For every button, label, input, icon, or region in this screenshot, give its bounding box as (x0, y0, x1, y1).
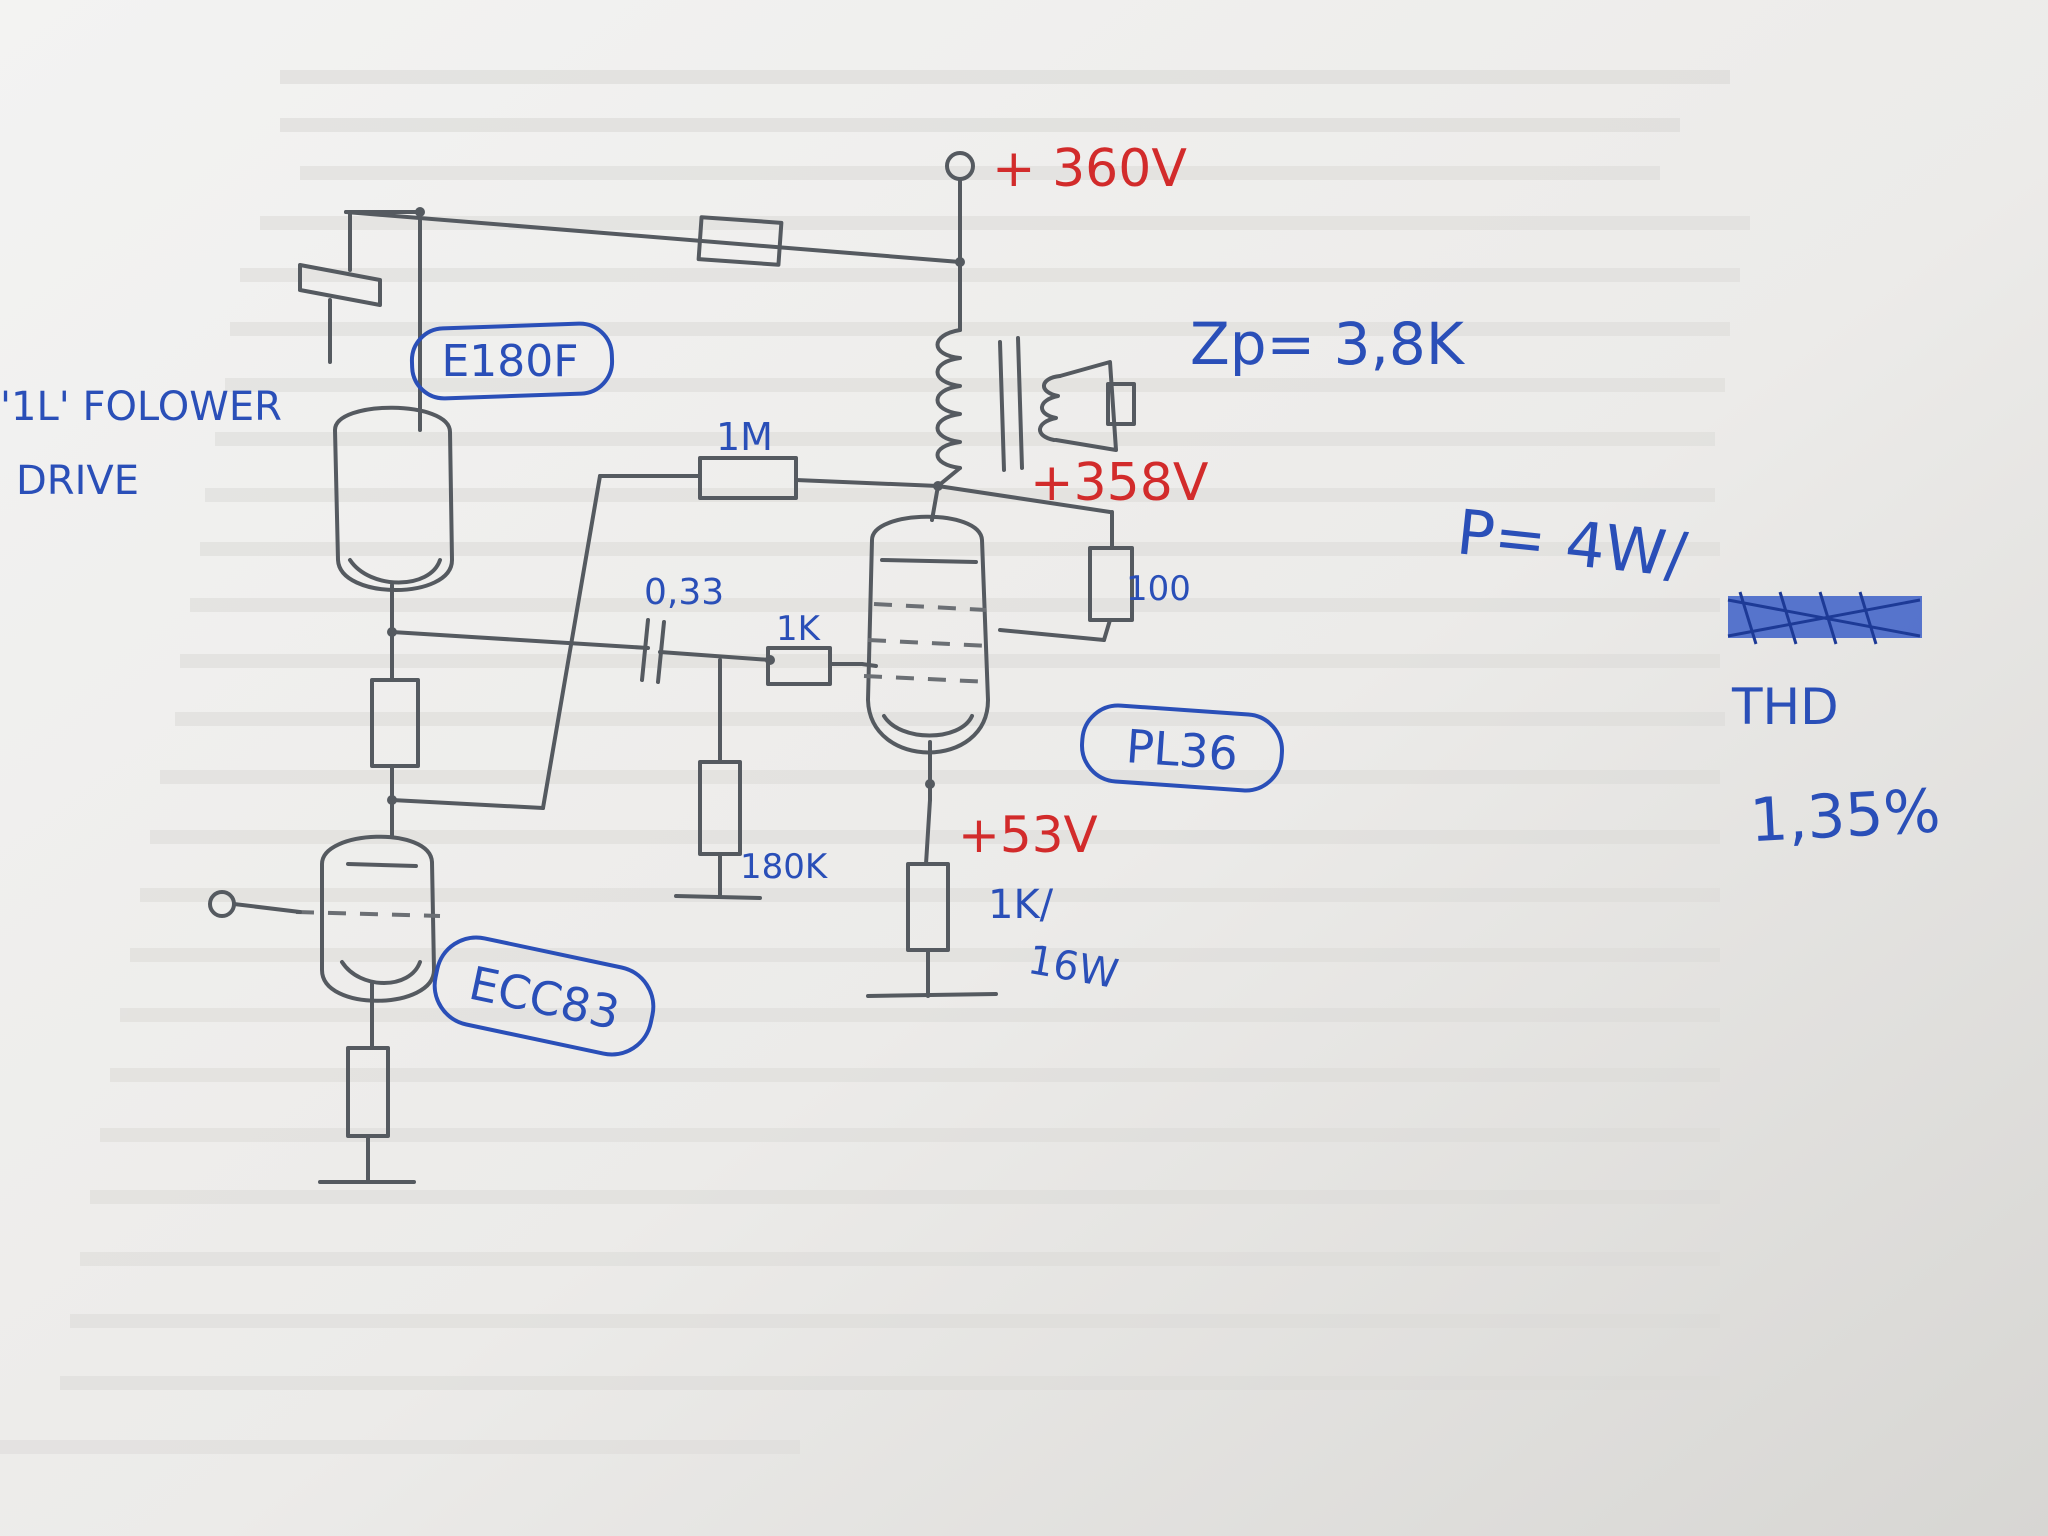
label-thd: THD (1731, 678, 1839, 736)
follower-drive-line2: DRIVE (16, 458, 139, 504)
e180f-label: E180F (441, 336, 578, 387)
ground-pl36 (866, 992, 998, 998)
show-through-text (0, 70, 1750, 1454)
schematic-wiring (208, 151, 1136, 1184)
coupling-wire (390, 630, 650, 650)
label-100: 100 (1126, 569, 1191, 609)
label-thd-value: 1,35% (1748, 776, 1942, 856)
tube-label-e180f: E180F (409, 321, 615, 401)
pl36-plate-wire (930, 484, 940, 522)
speaker-symbol (1106, 382, 1136, 426)
label-1k: 1K (776, 609, 822, 649)
label-supply-voltage: + 360V (992, 139, 1187, 199)
e180f-cathode (348, 558, 442, 585)
feedback-wire-bottom (390, 798, 545, 810)
label-1m: 1M (716, 415, 773, 459)
pl36-label: PL36 (1124, 719, 1239, 781)
follower-drive-line1: '1L' FOLOWER (0, 384, 282, 430)
top-rail-wire (344, 210, 962, 264)
transformer-core-b (1016, 336, 1024, 470)
pl36-tube-envelope (866, 514, 990, 755)
label-cathode-resistor-a: 1K/ (988, 882, 1054, 928)
pl36-grid-2 (867, 638, 991, 648)
label-impedance: Zp= 3,8K (1190, 310, 1466, 378)
follower-load-resistor (370, 678, 420, 768)
e180f-tube-envelope (333, 405, 454, 592)
tube-label-pl36: PL36 (1080, 703, 1284, 793)
input-wire (232, 902, 302, 914)
ecc83-tube-envelope (320, 834, 436, 1003)
pl36-cathode (882, 714, 974, 738)
label-cathode-voltage: +53V (958, 806, 1098, 864)
pl36-grid-1 (863, 674, 991, 684)
capacitor-plate-a (640, 618, 650, 682)
output-transformer-primary (935, 328, 962, 470)
ecc83-grid (295, 910, 441, 918)
ground-180k (674, 894, 762, 900)
output-transformer-secondary (1038, 374, 1062, 442)
transformer-core-a (998, 340, 1006, 472)
label-180k: 180K (740, 847, 829, 887)
top-rail-resistor (696, 215, 784, 267)
label-capacitor: 0,33 (644, 572, 724, 613)
scribble-out-mark (1727, 591, 1922, 645)
label-plate-voltage: +358V (1030, 453, 1209, 513)
